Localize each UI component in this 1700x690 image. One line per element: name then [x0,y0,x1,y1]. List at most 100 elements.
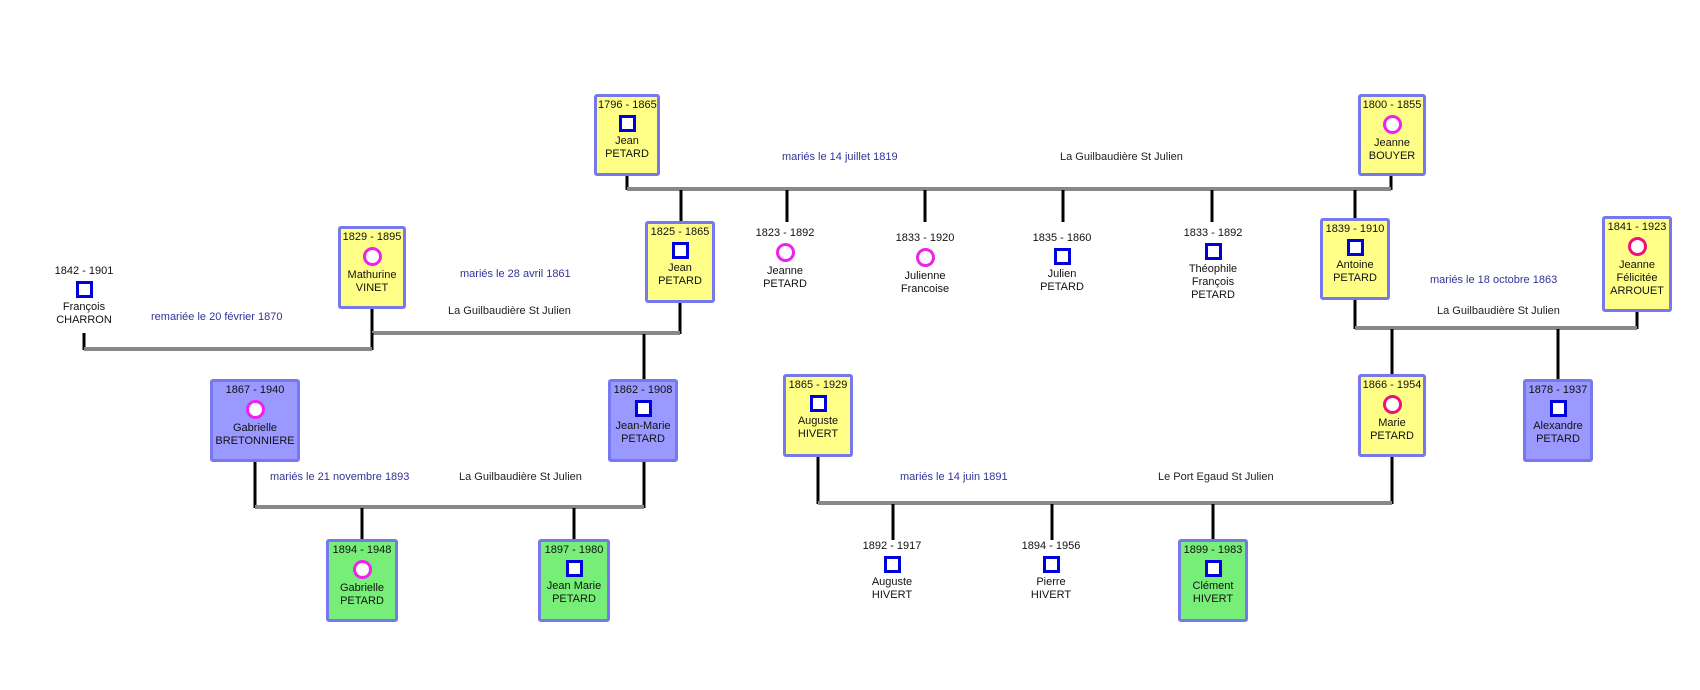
person-dates: 1866 - 1954 [1362,379,1422,391]
person-first-name: Jean [668,262,692,274]
person-dates: 1825 - 1865 [650,226,710,238]
marriage-place-label: La Guilbaudière St Julien [1060,151,1183,163]
person-card[interactable]: 1894 - 1956 Pierre HIVERT [1016,540,1086,602]
person-card[interactable]: 1899 - 1983 Clément HIVERT [1178,539,1248,622]
marriage-date-label: mariés le 14 juin 1891 [900,471,1008,483]
person-card[interactable]: 1878 - 1937 Alexandre PETARD [1523,379,1593,462]
person-last-name: PETARD [552,593,596,605]
person-first-name: Clément [1192,580,1234,592]
person-dates: 1842 - 1901 [54,265,114,277]
male-icon [671,242,689,259]
person-first-name: Jean Marie [546,580,602,592]
person-card[interactable]: 1833 - 1920 Julienne Francoise [888,232,962,296]
person-first-name: Gabrielle [232,422,278,434]
male-icon [75,281,93,298]
male-icon [565,560,583,577]
person-card[interactable]: 1892 - 1917 Auguste HIVERT [857,540,927,602]
person-last-name: PETARD [1536,433,1580,445]
male-icon [883,556,901,573]
person-last-name: CHARRON [56,314,112,326]
person-last-name: HIVERT [871,589,913,601]
person-card[interactable]: 1866 - 1954 Marie PETARD [1358,374,1426,457]
person-last-name: HIVERT [1192,593,1234,605]
person-dates: 1800 - 1855 [1362,99,1422,111]
male-icon [634,400,652,417]
person-last-name: BRETONNIERE [215,435,295,447]
person-last-name: HIVERT [1030,589,1072,601]
male-icon [1549,400,1567,417]
person-card[interactable]: 1894 - 1948 Gabrielle PETARD [326,539,398,622]
female-icon [775,243,795,262]
person-dates: 1835 - 1860 [1032,232,1092,244]
person-first-name: Jeanne [766,265,804,277]
person-card[interactable]: 1867 - 1940 Gabrielle BRETONNIERE [210,379,300,462]
person-middle-name: Félicitée [1616,272,1658,284]
female-icon [362,247,382,266]
person-dates: 1899 - 1983 [1183,544,1243,556]
person-last-name: Francoise [900,283,950,295]
person-first-name: Théophile [1188,263,1238,275]
person-first-name: Auguste [871,576,913,588]
male-icon [809,395,827,412]
person-card[interactable]: 1835 - 1860 Julien PETARD [1027,232,1097,294]
person-card[interactable]: 1862 - 1908 Jean-Marie PETARD [608,379,678,462]
person-card[interactable]: 1833 - 1892 Théophile François PETARD [1176,227,1250,302]
person-dates: 1892 - 1917 [862,540,922,552]
marriage-place-label: Le Port Egaud St Julien [1158,471,1274,483]
person-dates: 1862 - 1908 [613,384,673,396]
marriage-date-label: mariés le 21 novembre 1893 [270,471,410,483]
person-last-name: VINET [355,282,389,294]
person-last-name: PETARD [763,278,807,290]
person-dates: 1865 - 1929 [788,379,848,391]
person-card[interactable]: 1897 - 1980 Jean Marie PETARD [538,539,610,622]
person-first-name: Jean [615,135,639,147]
person-first-name: Gabrielle [339,582,385,594]
person-dates: 1823 - 1892 [755,227,815,239]
person-last-name: PETARD [605,148,649,160]
marriage-place-label: La Guilbaudière St Julien [459,471,582,483]
marriage-date-label: mariés le 28 avril 1861 [460,268,571,280]
female-icon [915,248,935,267]
person-dates: 1839 - 1910 [1325,223,1385,235]
person-first-name: Jeanne [1618,259,1656,271]
male-icon [1204,243,1222,260]
person-last-name: HIVERT [797,428,839,440]
person-dates: 1829 - 1895 [342,231,402,243]
person-first-name: Julienne [904,270,946,282]
person-last-name: ARROUET [1610,285,1664,297]
person-dates: 1841 - 1923 [1607,221,1667,233]
person-dates: 1833 - 1892 [1183,227,1243,239]
person-card[interactable]: 1823 - 1892 Jeanne PETARD [750,227,820,291]
person-card[interactable]: 1841 - 1923 Jeanne Félicitée ARROUET [1602,216,1672,312]
person-card[interactable]: 1796 - 1865 Jean PETARD [594,94,660,176]
person-card[interactable]: 1829 - 1895 Mathurine VINET [338,226,406,309]
person-first-name: Jeanne [1373,137,1411,149]
female-icon [245,400,265,419]
person-card[interactable]: 1839 - 1910 Antoine PETARD [1320,218,1390,300]
person-first-name: Auguste [797,415,839,427]
person-last-name: PETARD [1333,272,1377,284]
person-card[interactable]: 1842 - 1901 François CHARRON [50,265,118,327]
person-last-name: PETARD [1040,281,1084,293]
person-first-name: Julien [1047,268,1077,280]
person-first-name: Mathurine [347,269,397,281]
person-first-name: Antoine [1336,259,1374,271]
person-dates: 1833 - 1920 [895,232,955,244]
person-card[interactable]: 1800 - 1855 Jeanne BOUYER [1358,94,1426,176]
male-icon [618,115,636,132]
person-first-name: François [62,301,106,313]
person-card[interactable]: 1865 - 1929 Auguste HIVERT [783,374,853,457]
person-dates: 1867 - 1940 [225,384,285,396]
person-card[interactable]: 1825 - 1865 Jean PETARD [645,221,715,303]
male-icon [1042,556,1060,573]
female-icon [1627,237,1647,256]
person-last-name: PETARD [1370,430,1414,442]
person-first-name: Jean-Marie [615,420,671,432]
person-dates: 1897 - 1980 [544,544,604,556]
person-first-name: Pierre [1036,576,1066,588]
person-first-name: Alexandre [1533,420,1583,432]
person-last-name: PETARD [340,595,384,607]
female-icon [352,560,372,579]
person-last-name: BOUYER [1368,150,1416,162]
